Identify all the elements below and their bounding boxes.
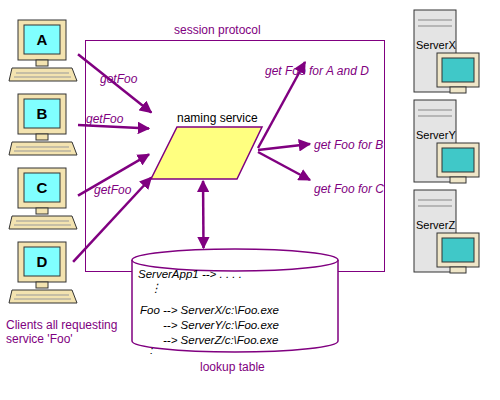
client-letter: C bbox=[24, 173, 60, 202]
server-machine: ServerX bbox=[412, 8, 482, 96]
table-caption: lookup table bbox=[200, 360, 265, 374]
table-row: --> ServerZ/c:\Foo.exe bbox=[163, 333, 278, 347]
table-row: : bbox=[150, 343, 153, 357]
server-machine-shape bbox=[412, 8, 482, 96]
table-row: --> ServerY/c:\Foo.exe bbox=[163, 318, 279, 332]
request-label: get Foo for A and D bbox=[265, 64, 369, 78]
server-machine: ServerY bbox=[412, 98, 482, 186]
edge-label: getFoo bbox=[94, 183, 131, 197]
client-letter: B bbox=[24, 99, 60, 128]
caption-note: Clients all requesting service 'Foo' bbox=[6, 318, 146, 346]
server-machine-shape bbox=[412, 188, 482, 276]
client-computer-shape bbox=[8, 92, 78, 158]
client-computer-shape bbox=[8, 240, 78, 306]
client-letter: D bbox=[24, 247, 60, 276]
client-computer: B bbox=[8, 92, 78, 158]
edge-label: getFoo bbox=[100, 72, 137, 86]
client-computer-shape bbox=[8, 166, 78, 232]
request-arrow bbox=[258, 152, 310, 180]
service-name: naming service bbox=[177, 111, 258, 125]
table-row: ServerApp1 --> . . . . bbox=[138, 267, 242, 281]
request-arrow bbox=[258, 144, 310, 150]
server-machine-shape bbox=[412, 98, 482, 186]
lookup-cylinder: ServerApp1 --> . . . .⋮ Foo --> ServerX/c… bbox=[130, 248, 340, 353]
client-computer-shape bbox=[8, 18, 78, 84]
server-name: ServerX bbox=[416, 38, 456, 52]
server-name: ServerZ bbox=[416, 218, 455, 232]
table-row: Foo --> ServerX/c:\Foo.exe bbox=[140, 303, 279, 317]
naming-parallelogram: naming service bbox=[149, 111, 264, 181]
client-computer: D bbox=[8, 240, 78, 306]
client-computer: C bbox=[8, 166, 78, 232]
server-name: ServerY bbox=[416, 128, 456, 142]
request-arrow bbox=[78, 54, 151, 112]
request-label: get Foo for B bbox=[314, 138, 383, 152]
client-letter: A bbox=[24, 25, 60, 54]
table-row: ⋮ bbox=[150, 281, 162, 295]
box-heading: session protocol bbox=[174, 23, 261, 37]
request-arrow bbox=[202, 181, 205, 248]
server-machine: ServerZ bbox=[412, 188, 482, 276]
request-label: get Foo for C bbox=[314, 182, 384, 196]
client-computer: A bbox=[8, 18, 78, 84]
edge-label: getFoo bbox=[86, 112, 123, 126]
request-arrow bbox=[73, 178, 151, 262]
